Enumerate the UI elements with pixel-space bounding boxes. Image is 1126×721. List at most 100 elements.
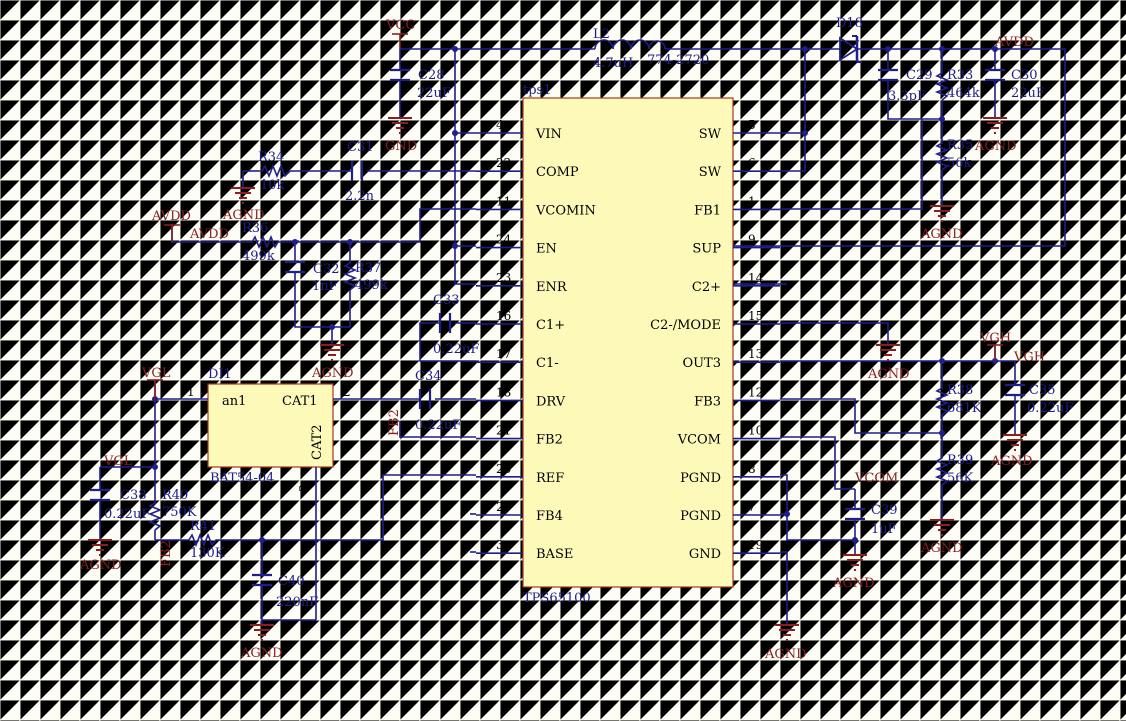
svg-text:AGND: AGND xyxy=(990,454,1033,469)
capacitor-c33[interactable]: C33 0.22uF xyxy=(433,293,479,357)
ic-pin-name: FB1 xyxy=(694,203,721,218)
svg-text:22uF: 22uF xyxy=(417,86,451,101)
ic-left-pins: 4VIN22COMP11VCOMIN24EN23ENR16C1+17C1-18D… xyxy=(476,118,596,562)
l2-value: 4.7uH xyxy=(593,56,633,71)
capacitor-c39[interactable]: C39 1uF xyxy=(845,503,898,537)
ground-agnd-comp: AGND xyxy=(222,187,265,223)
ground-agnd-c35: AGND xyxy=(990,434,1033,469)
capacitor-c38[interactable]: C38 0.22uF xyxy=(90,488,150,522)
diode-array-bat54[interactable]: DI1 BAT54-04 an1 CAT1 CAT2 1 2 3 xyxy=(155,367,420,620)
ic-pin-name: EN xyxy=(536,242,557,257)
ic-pin-number: 8 xyxy=(748,462,756,476)
ic-pin-name: OUT3 xyxy=(682,356,721,371)
svg-text:C35: C35 xyxy=(1029,383,1056,398)
ic-pin-name: C2+ xyxy=(692,280,721,295)
svg-text:AVDD: AVDD xyxy=(189,227,229,242)
ground-agnd-fb1: AGND xyxy=(920,205,963,242)
svg-text:1uF: 1uF xyxy=(871,522,897,537)
capacitor-c29[interactable]: C29 3.3pF xyxy=(878,68,933,104)
capacitor-c31[interactable]: C31 2.2n xyxy=(345,140,375,204)
svg-text:681K: 681K xyxy=(947,401,982,416)
svg-text:0.22uF: 0.22uF xyxy=(104,507,150,522)
diode-array-designator: DI1 xyxy=(208,367,232,382)
ic-pin-number: 23 xyxy=(496,271,511,285)
ic-pin-number: 6 xyxy=(748,156,756,170)
power-avdd-top: AVDD xyxy=(994,35,1034,50)
resistor-r37[interactable]: R37 499k xyxy=(342,260,388,293)
ic-part: TPS65100 xyxy=(523,591,591,606)
ic-pin-name: REF xyxy=(536,471,564,486)
svg-text:VGH: VGH xyxy=(1013,350,1045,365)
capacitor-c40[interactable]: C40 220nF xyxy=(252,573,318,610)
resistor-r41[interactable]: R41 130K xyxy=(185,519,230,561)
resistor-r40[interactable]: R40 750K xyxy=(147,488,197,531)
ic-designator: tps1 xyxy=(523,83,552,98)
resistor-r38[interactable]: R38 681K xyxy=(934,383,982,416)
ground-agnd-pgnd: AGND xyxy=(764,624,807,662)
capacitor-c34[interactable]: C34 0.22uF xyxy=(415,369,461,433)
ic-pin-number: 14 xyxy=(748,271,764,285)
resistor-r35[interactable]: R35 56k xyxy=(934,138,973,171)
ground-agnd-r39: AGND xyxy=(920,519,963,556)
svg-text:C33: C33 xyxy=(433,293,460,308)
svg-text:AGND: AGND xyxy=(867,367,910,382)
svg-text:2.2n: 2.2n xyxy=(345,189,375,204)
resistor-r36[interactable]: R36 499k xyxy=(242,221,279,264)
capacitor-c32[interactable]: C32 1nF xyxy=(285,260,340,294)
power-vgh: VGH VGH xyxy=(979,331,1045,365)
svg-text:499k: 499k xyxy=(242,249,275,264)
inductor-l2[interactable]: L2 4.7uH 774-2720 xyxy=(593,27,709,71)
ic-pin-number: 15 xyxy=(748,309,763,323)
ic-tps65100[interactable]: tps1 TPS65100 4VIN22COMP11VCOMIN24EN23EN… xyxy=(476,83,780,606)
ic-pin-name: VIN xyxy=(535,127,562,142)
ic-pin-name: C1+ xyxy=(536,318,565,333)
ic-pin-name: FB3 xyxy=(694,394,721,409)
pin-cat1: CAT1 xyxy=(282,394,318,409)
ic-pin-name: COMP xyxy=(536,165,579,180)
svg-text:R38: R38 xyxy=(947,383,973,398)
svg-text:499k: 499k xyxy=(355,278,388,293)
capacitor-c30[interactable]: C30 22uF xyxy=(985,68,1045,101)
svg-text:C29: C29 xyxy=(906,68,933,83)
svg-text:AGND: AGND xyxy=(79,558,122,573)
svg-text:VCC: VCC xyxy=(385,18,415,33)
ic-pin-name: GND xyxy=(689,547,721,562)
svg-text:C40: C40 xyxy=(278,574,305,589)
capacitor-c35[interactable]: C35 0.22uF xyxy=(1005,383,1073,416)
svg-text:0.22uF: 0.22uF xyxy=(1027,401,1073,416)
capacitor-c28[interactable]: C28 22uF xyxy=(390,68,451,101)
svg-text:R33: R33 xyxy=(947,68,973,83)
resistor-r33[interactable]: R33 464k xyxy=(934,68,980,101)
svg-text:3.3pF: 3.3pF xyxy=(888,89,926,104)
diode-d18[interactable]: D18 xyxy=(836,16,863,63)
ic-pin-number: 13 xyxy=(748,347,763,361)
ic-pin-sw: 6SW xyxy=(699,156,780,180)
svg-text:56K: 56K xyxy=(947,471,974,486)
l2-partnum: 774-2720 xyxy=(647,53,709,68)
svg-text:VGL: VGL xyxy=(141,366,171,381)
ic-pin-name: PGND xyxy=(680,471,721,486)
ic-pin-number: 3 xyxy=(496,538,504,552)
svg-text:FB2: FB2 xyxy=(387,409,402,436)
svg-text:AGND: AGND xyxy=(764,647,807,662)
resistor-r39[interactable]: R39 56K xyxy=(934,453,974,486)
ic-pin-name: FB2 xyxy=(536,433,563,448)
svg-text:R41: R41 xyxy=(190,519,216,534)
ic-pin-number: 17 xyxy=(496,347,511,361)
power-vgl-top: VGL xyxy=(141,366,171,399)
resistor-r34[interactable]: R34 10k xyxy=(258,150,291,193)
ic-pin-number: 21 xyxy=(496,424,511,438)
diode-array-part: BAT54-04 xyxy=(210,471,274,486)
svg-text:R36: R36 xyxy=(242,221,268,236)
